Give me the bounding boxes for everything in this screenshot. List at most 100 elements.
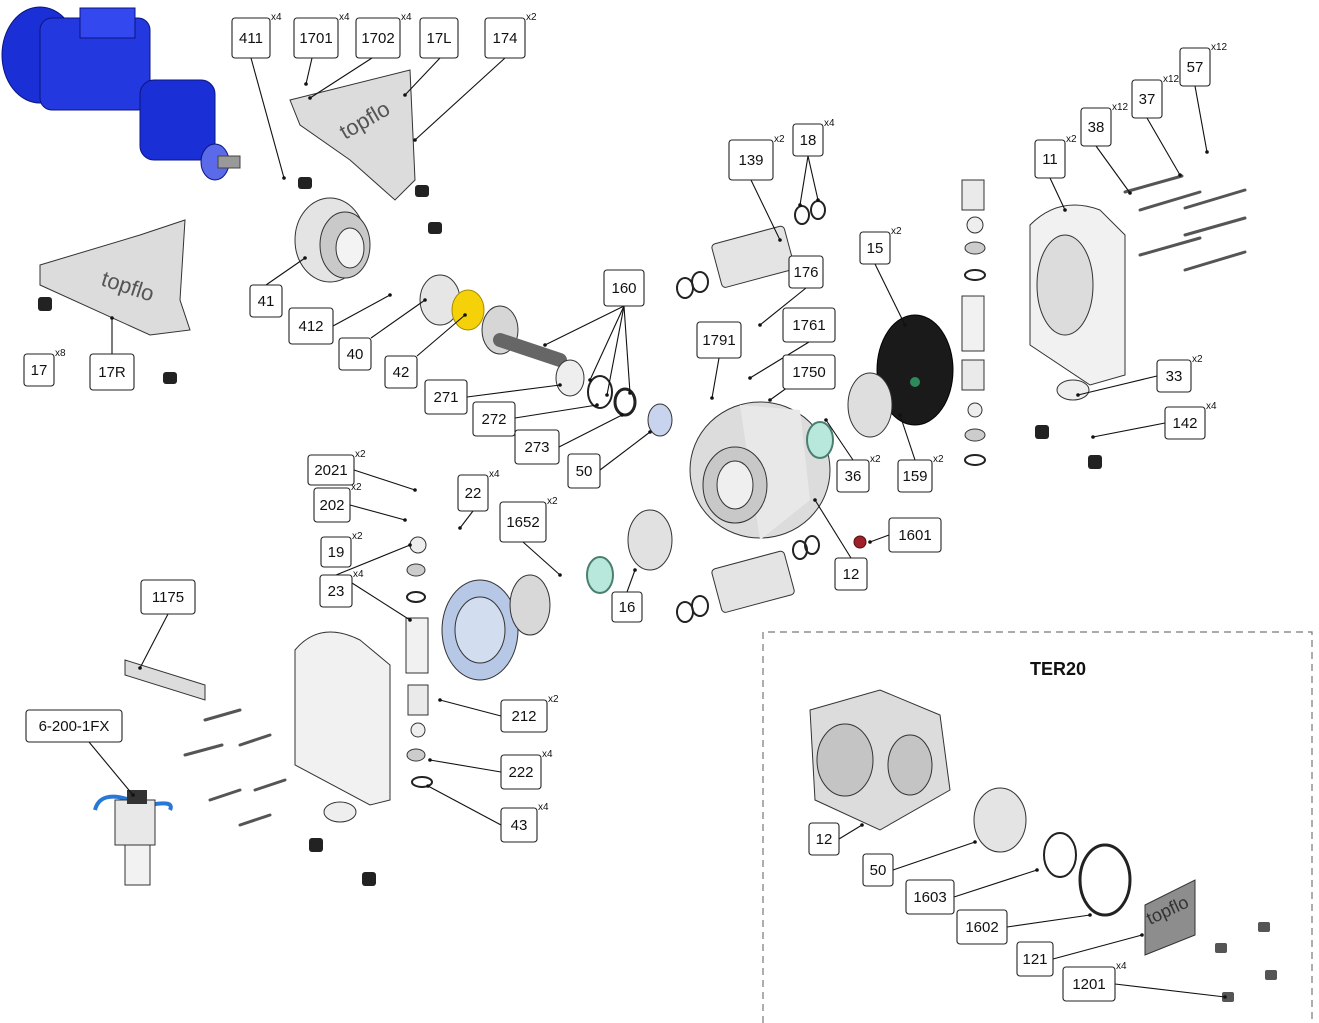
callout-number: 43 [511, 817, 528, 834]
callout-number: 271 [433, 389, 458, 406]
callout-quantity: x2 [547, 496, 558, 507]
callout-number: 176 [793, 264, 818, 281]
callout-box [782, 354, 836, 390]
leader-line [335, 544, 411, 576]
inset-title: TER20 [1030, 659, 1086, 679]
leader-line [599, 431, 651, 471]
callout-number: 6-200-1FX [39, 718, 110, 735]
callout-box [905, 879, 955, 915]
ball-valve-left [405, 536, 433, 788]
callout-quantity: x2 [351, 482, 362, 493]
callout-quantity: x2 [548, 694, 559, 705]
callout-box [836, 459, 870, 493]
bracket-left: topflo [289, 69, 416, 201]
leader-tip [768, 398, 772, 402]
callout-box [792, 123, 824, 157]
leader-tip [1140, 933, 1144, 937]
callout-number: 160 [611, 280, 636, 297]
callout-number: 16 [619, 599, 636, 616]
callout-number: 139 [738, 152, 763, 169]
callout-17L: 17L [403, 17, 459, 97]
leader-tip [648, 430, 652, 434]
leader-tip [748, 376, 752, 380]
callout-quantity: x4 [489, 469, 500, 480]
callout-box [424, 379, 468, 415]
callout-number: 11 [1042, 151, 1058, 168]
leader-line [1146, 117, 1181, 176]
callout-box [500, 699, 548, 733]
callout-number: 1652 [506, 514, 539, 531]
rubber-feet [38, 177, 1102, 886]
callout-number: 1702 [361, 30, 394, 47]
callout-quantity: x2 [774, 134, 785, 145]
leader-line [750, 179, 781, 241]
callout-number: 1603 [913, 889, 946, 906]
leader-tip [903, 323, 907, 327]
callout-6-200-1FX: 6-200-1FX [25, 709, 135, 797]
leader-line [370, 299, 426, 339]
callout-number: 1750 [792, 364, 825, 381]
callout-box [384, 355, 418, 389]
callout-quantity: x4 [542, 749, 553, 760]
callout-box [320, 536, 352, 568]
callout-1761: 1761 [748, 307, 836, 380]
callout-number: 23 [328, 583, 345, 600]
callout-number: 17L [426, 30, 451, 47]
callout-box [567, 453, 601, 489]
leader-line [459, 510, 474, 529]
leader-tip [1223, 995, 1227, 999]
leader-line [139, 613, 169, 669]
callout-box [288, 307, 334, 345]
callout-box [140, 579, 196, 615]
leader-line [953, 869, 1038, 898]
callout-box [603, 269, 645, 307]
ter20-inset: TER20 topflo [762, 631, 1313, 1023]
leader-tip [758, 323, 762, 327]
callout-number: 38 [1088, 119, 1105, 136]
leader-tip [428, 758, 432, 762]
callout-box [1080, 107, 1112, 147]
leader-tip [898, 413, 902, 417]
callout-1791: 1791 [696, 321, 742, 400]
leader-line [892, 841, 976, 871]
callout-number: 22 [465, 485, 482, 502]
callout-number: 17R [98, 364, 126, 381]
callout-quantity: x2 [891, 226, 902, 237]
callout-box [1164, 406, 1206, 440]
leader-line [874, 263, 906, 326]
callout-quantity: x4 [824, 118, 835, 129]
callout-1602: 1602 [956, 909, 1092, 945]
motor-gearbox [1, 6, 241, 181]
callout-box [1016, 941, 1054, 977]
leader-tip [426, 784, 430, 788]
callout-number: 1791 [702, 332, 735, 349]
leader-tip [798, 203, 802, 207]
callout-box [956, 909, 1008, 945]
leader-tip [388, 293, 392, 297]
callout-number: 41 [258, 293, 275, 310]
callout-271: 271 [424, 379, 562, 415]
leader-tip [816, 198, 820, 202]
callout-number: 12 [816, 831, 833, 848]
leader-line [869, 534, 890, 543]
callout-number: 1201 [1072, 976, 1105, 993]
leader-line [351, 582, 411, 621]
leader-tip [973, 840, 977, 844]
leader-line [427, 785, 502, 826]
callout-box [834, 557, 868, 591]
leader-tip [458, 526, 462, 530]
callout-box [788, 255, 824, 289]
leader-tip [1178, 173, 1182, 177]
leader-line [838, 824, 863, 840]
callout-number: 18 [800, 132, 817, 149]
callout-number: 36 [845, 468, 862, 485]
leader-tip [778, 238, 782, 242]
leader-tip [860, 823, 864, 827]
